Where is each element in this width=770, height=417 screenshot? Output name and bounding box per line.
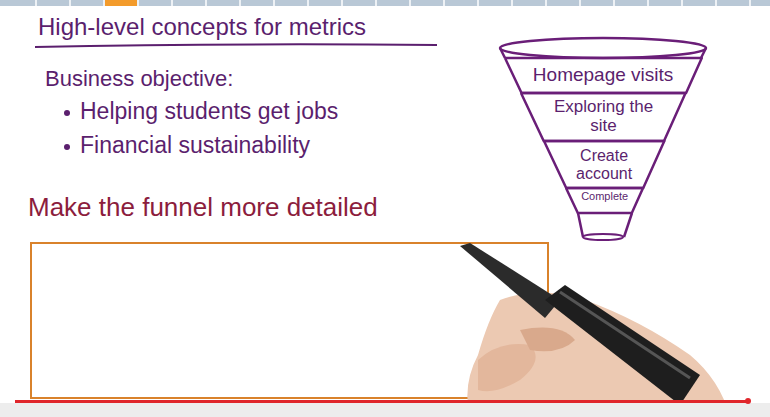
text-label: Financial sustainability xyxy=(80,132,310,158)
progress-bar xyxy=(15,400,748,403)
band-label-holder: Create account xyxy=(568,147,641,182)
player-controls xyxy=(0,403,770,417)
tab-separators xyxy=(36,0,750,6)
band-text: Homepage visits xyxy=(523,65,684,86)
pen-highlight xyxy=(560,292,690,378)
funnel-side xyxy=(500,48,505,58)
band-border xyxy=(505,58,702,93)
band-text: Create account xyxy=(568,147,641,182)
bullet-dot xyxy=(64,144,70,150)
funnel-side xyxy=(701,48,706,58)
active-tab xyxy=(105,0,137,6)
funnel-band: Create account xyxy=(544,141,664,188)
funnel-band: Homepage visits xyxy=(505,58,702,93)
funnel-band: Exploring the site xyxy=(521,93,686,141)
band-border xyxy=(521,93,686,141)
title-underline xyxy=(35,44,437,47)
funnel-band: Complete xyxy=(566,188,643,213)
text-label: Helping students get jobs xyxy=(80,98,338,124)
funnel-rim xyxy=(500,38,706,58)
progress-knob xyxy=(745,398,751,404)
pen-tip xyxy=(460,243,560,318)
pen-body xyxy=(545,285,700,405)
band-label-holder: Homepage visits xyxy=(523,65,684,86)
text-label: Business objective: xyxy=(45,66,233,91)
band-text: Complete xyxy=(580,190,630,202)
band-label-holder: Exploring the site xyxy=(545,98,661,135)
text-label: Make the funnel more detailed xyxy=(28,193,378,223)
funnel-spout-end xyxy=(583,234,623,240)
hand-knuckle xyxy=(520,328,575,352)
hand-finger xyxy=(478,344,536,391)
band-label-holder: Complete xyxy=(580,190,630,202)
band-border xyxy=(566,188,643,213)
page-title: High-level concepts for metrics xyxy=(38,13,366,41)
band-text: Exploring the site xyxy=(545,98,661,135)
bullet-dot xyxy=(64,110,70,116)
tab-strip xyxy=(0,0,770,6)
band-border xyxy=(544,141,664,188)
